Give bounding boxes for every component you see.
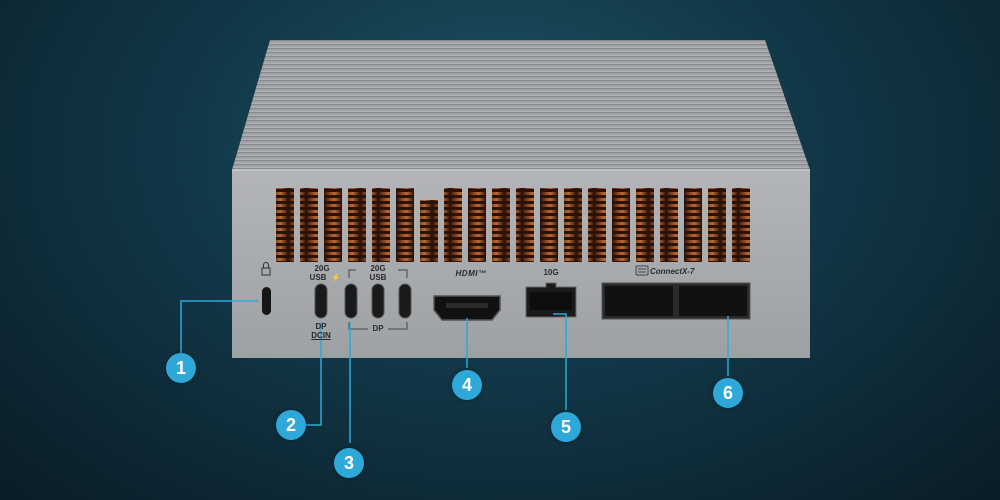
usb-group-top-label: 20G xyxy=(370,264,386,273)
usb-c-port-1 xyxy=(344,283,358,319)
usb-group-dp-label: DP xyxy=(372,324,384,333)
usb-dcin-top-label: 20G xyxy=(314,264,330,273)
callout-4: 4 xyxy=(452,370,482,400)
usb-c-port-3 xyxy=(398,283,412,319)
power-bolt-icon: ⚡ xyxy=(331,273,341,282)
usb-dcin-mid-label: USB xyxy=(309,273,327,282)
callout-6: 6 xyxy=(713,378,743,408)
vent-grille xyxy=(276,188,750,262)
ethernet-port xyxy=(525,282,577,318)
usb-dcin-dp-label: DP xyxy=(315,322,327,331)
callout-5: 5 xyxy=(551,412,581,442)
kensington-slot xyxy=(262,287,271,315)
hdmi-label: HDMI™ xyxy=(455,269,487,278)
lock-icon xyxy=(261,262,271,276)
dcin-label: DCIN xyxy=(311,331,331,340)
callout-leader-lines xyxy=(180,300,729,443)
connectx-logo-icon xyxy=(635,265,649,276)
usb-c-dcin-port xyxy=(314,283,328,319)
callout-2: 2 xyxy=(276,410,306,440)
usb-c-port-2 xyxy=(371,283,385,319)
connectx-label: ConnectX-7 xyxy=(650,267,695,276)
usb-group-mid-label: USB xyxy=(369,273,387,282)
ethernet-label: 10G xyxy=(543,268,559,277)
chassis-top xyxy=(232,40,810,170)
connectx-ports xyxy=(601,282,751,320)
callout-3: 3 xyxy=(334,448,364,478)
callout-1: 1 xyxy=(166,353,196,383)
